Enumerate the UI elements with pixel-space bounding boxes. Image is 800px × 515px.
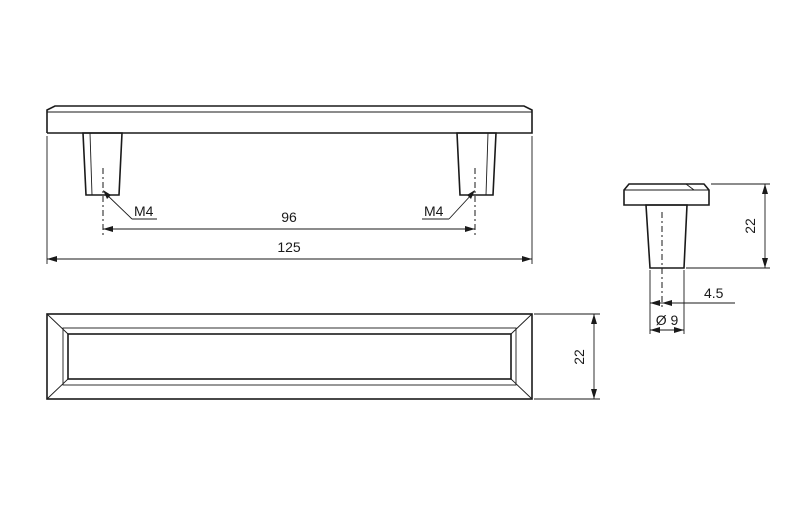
right-leg-inner-line xyxy=(485,132,489,196)
right-thread-label: M4 xyxy=(424,203,444,219)
side-cap-chamfer xyxy=(685,183,695,191)
front-view: 22 xyxy=(46,313,600,400)
left-thread-arrowhead xyxy=(103,190,111,199)
side-cap xyxy=(623,183,710,206)
front-height-label: 22 xyxy=(571,349,587,365)
overall-arrow-left xyxy=(47,256,57,262)
left-thread-leader xyxy=(104,192,133,220)
front-inner-face xyxy=(67,333,512,380)
leg-diameter-label: Ø 9 xyxy=(656,312,679,328)
leg-offset-label: 4.5 xyxy=(704,285,724,301)
bevel-corner-tr xyxy=(510,313,533,335)
side-height-label: 22 xyxy=(742,218,758,234)
bevel-corner-tl xyxy=(46,313,69,335)
leg-offset-arrow-left xyxy=(650,300,660,306)
front-bevel-frame xyxy=(62,327,517,386)
front-outer-frame xyxy=(46,313,533,400)
front-height-arrow-bottom xyxy=(591,389,597,399)
right-leg xyxy=(456,132,497,196)
left-thread-label: M4 xyxy=(134,203,154,219)
hole-spacing-arrow-right xyxy=(465,226,475,232)
right-thread-leader xyxy=(448,192,474,220)
leg-diameter-arrow-left xyxy=(650,327,660,333)
leg-offset-arrow-right xyxy=(662,300,672,306)
bevel-corner-bl xyxy=(46,378,69,400)
right-thread-arrowhead xyxy=(467,190,475,199)
side-height-arrow-bottom xyxy=(762,258,768,268)
top-view: M4 M4 96 125 xyxy=(46,105,533,264)
overall-arrow-right xyxy=(522,256,532,262)
hole-spacing-label: 96 xyxy=(281,209,297,225)
overall-length-label: 125 xyxy=(277,239,301,255)
front-height-arrow-top xyxy=(591,314,597,324)
handle-bar xyxy=(46,105,533,134)
hole-spacing-arrow-left xyxy=(103,226,113,232)
side-view: 22 4.5 Ø 9 xyxy=(623,183,770,334)
side-leg xyxy=(645,204,688,269)
left-leg xyxy=(82,132,123,196)
left-leg-inner-line xyxy=(89,132,93,196)
bevel-corner-br xyxy=(510,378,533,400)
side-height-arrow-top xyxy=(762,184,768,194)
leg-diameter-arrow-right xyxy=(674,327,684,333)
